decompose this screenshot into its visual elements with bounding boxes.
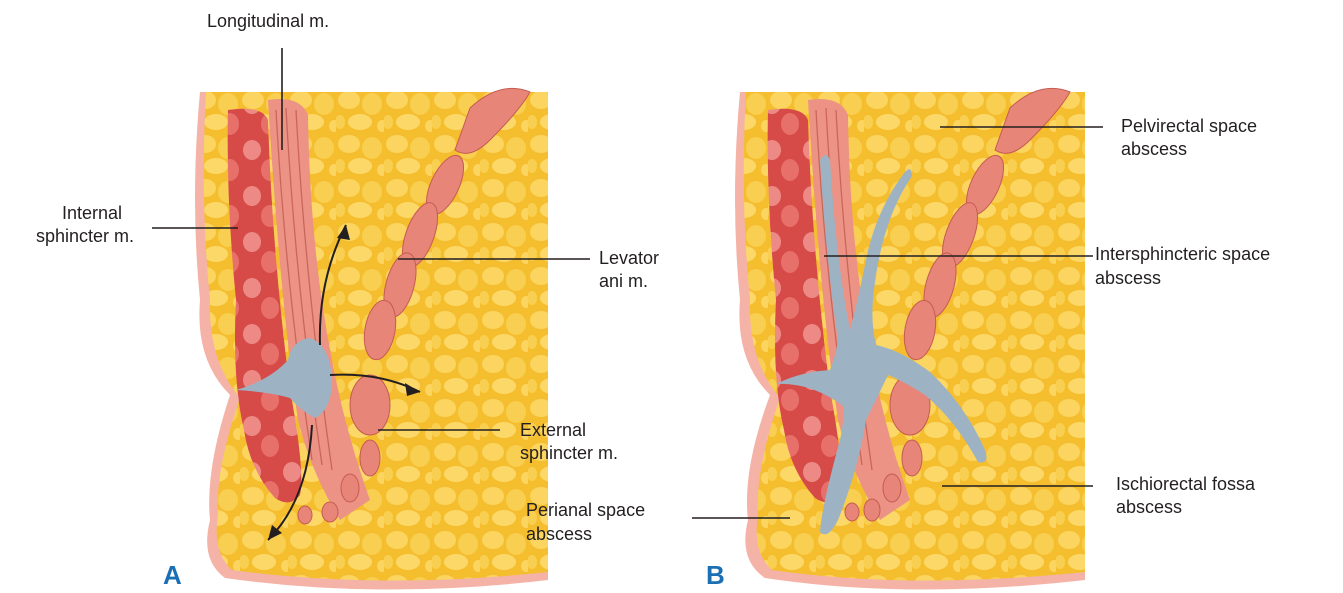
label-longitudinal-muscle: Longitudinal m. bbox=[207, 11, 329, 32]
label-pelvirectal-line2: abscess bbox=[1121, 139, 1187, 160]
label-levator-ani-line2: ani m. bbox=[599, 271, 648, 292]
label-external-sphincter-line1: External bbox=[520, 420, 586, 441]
label-intersphincteric-line2: abscess bbox=[1095, 268, 1161, 289]
label-ischiorectal-line2: abscess bbox=[1116, 497, 1182, 518]
panel-b-letter: B bbox=[706, 560, 725, 591]
label-internal-sphincter-line1: Internal bbox=[62, 203, 122, 224]
panel-a-illustration bbox=[195, 88, 548, 589]
panel-b-illustration bbox=[735, 88, 1085, 589]
label-pelvirectal-line1: Pelvirectal space bbox=[1121, 116, 1257, 137]
label-internal-sphincter-line2: sphincter m. bbox=[36, 226, 134, 247]
label-intersphincteric-line1: Intersphincteric space bbox=[1095, 244, 1270, 265]
label-perianal-line1: Perianal space bbox=[526, 500, 645, 521]
label-ischiorectal-line1: Ischiorectal fossa bbox=[1116, 474, 1255, 495]
label-levator-ani-line1: Levator bbox=[599, 248, 659, 269]
panel-a-letter: A bbox=[163, 560, 182, 591]
label-perianal-line2: abscess bbox=[526, 524, 592, 545]
label-external-sphincter-line2: sphincter m. bbox=[520, 443, 618, 464]
